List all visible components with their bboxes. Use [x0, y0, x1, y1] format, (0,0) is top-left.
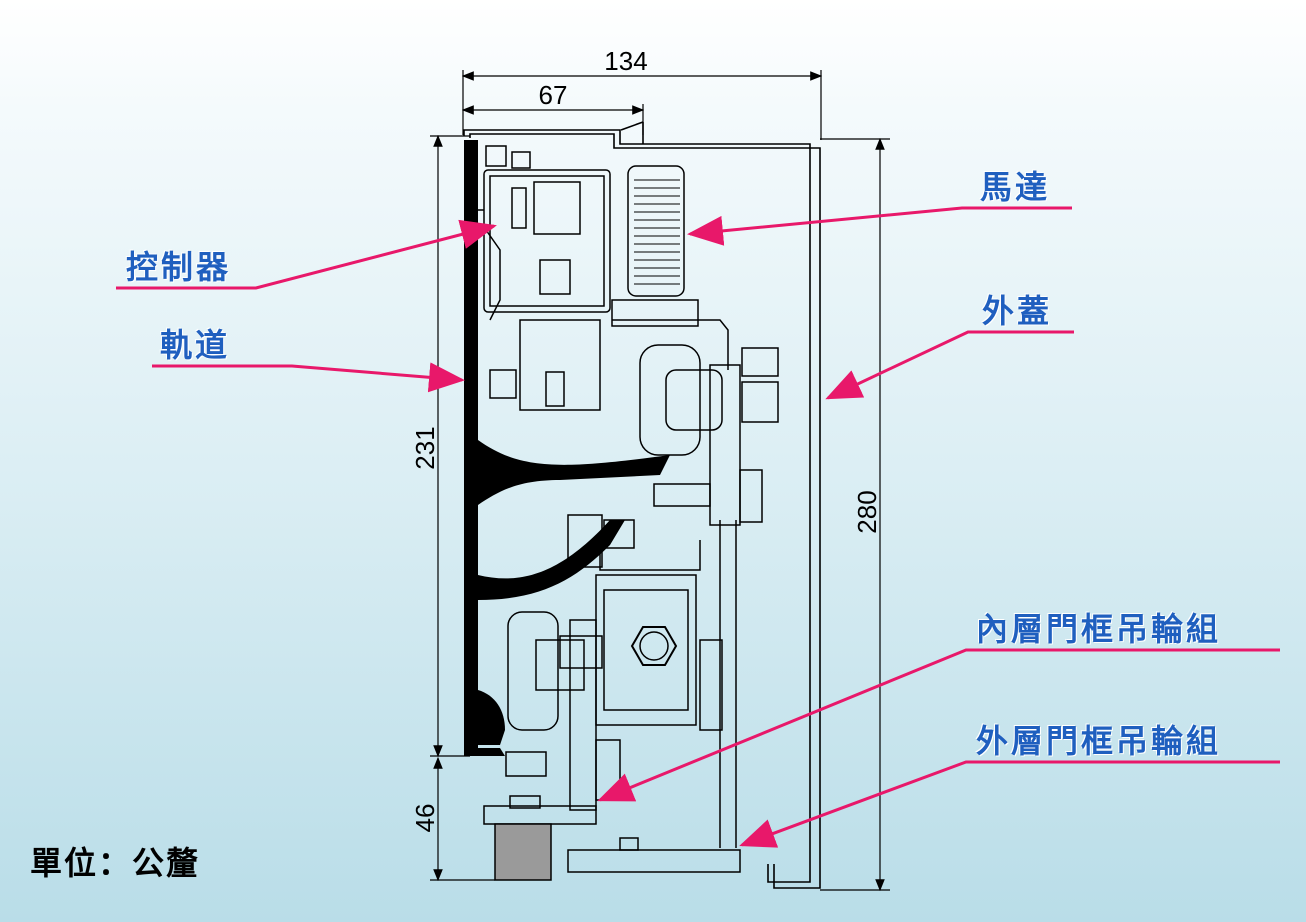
dimension-134: 134: [604, 46, 647, 76]
counter-weight-block: [494, 823, 552, 881]
motor-fins: [634, 179, 680, 285]
label-motor: 馬達: [980, 168, 1051, 206]
label-inner-hanger: 內層門框吊輪組: [976, 610, 1222, 648]
dimension-280: 280: [852, 490, 882, 533]
upper-bracket: [489, 319, 779, 571]
label-cover: 外蓋: [982, 292, 1053, 330]
label-controller: 控制器: [126, 248, 232, 286]
track-extrusion: [464, 140, 670, 756]
dimension-46: 46: [410, 804, 440, 833]
dimension-lines: [430, 70, 890, 892]
unit-note: 單位：公釐: [30, 844, 201, 882]
motor-unit: [611, 165, 729, 370]
outer-cover: [463, 121, 821, 889]
dimension-231: 231: [410, 426, 440, 469]
controller-unit: [470, 145, 611, 321]
inner-hanger-roller-set: [505, 574, 723, 811]
label-track: 軌道: [160, 326, 231, 364]
lower-parts: [483, 520, 741, 873]
leader-lines: [116, 206, 1280, 848]
label-outer-hanger: 外層門框吊輪組: [976, 722, 1222, 760]
dimension-67: 67: [539, 80, 568, 110]
